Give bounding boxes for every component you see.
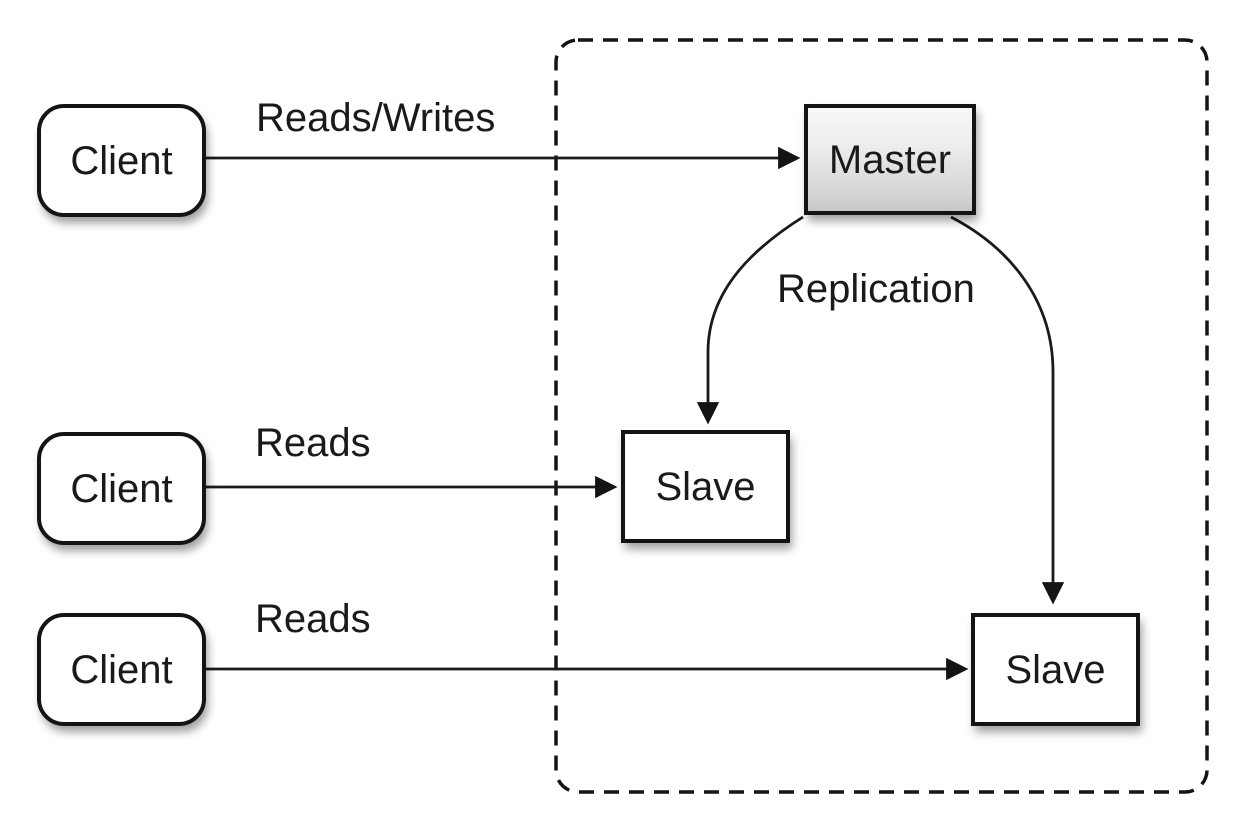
client-node-1: Client — [37, 104, 206, 217]
edge-label-reads-2: Reads — [255, 597, 371, 641]
client-node-3: Client — [37, 613, 206, 726]
client-node-2: Client — [37, 432, 206, 545]
edge-label-reads-1: Reads — [255, 421, 371, 465]
client-node-2-label: Client — [70, 466, 173, 511]
client-node-1-label: Client — [70, 138, 173, 183]
client-node-3-label: Client — [70, 647, 173, 692]
edge-label-reads-writes: Reads/Writes — [256, 96, 496, 140]
slave-node-2-label: Slave — [1005, 647, 1106, 692]
slave-node-2: Slave — [971, 613, 1140, 726]
server-group-boundary — [554, 38, 1209, 794]
edge-label-replication: Replication — [777, 267, 975, 311]
slave-node-1-label: Slave — [655, 464, 756, 509]
master-node: Master — [804, 104, 976, 215]
slave-node-1: Slave — [621, 430, 790, 543]
master-node-label: Master — [828, 137, 952, 182]
edge-replication-arrow-left — [696, 215, 804, 425]
edge-replication-arrow-right — [950, 215, 1065, 605]
